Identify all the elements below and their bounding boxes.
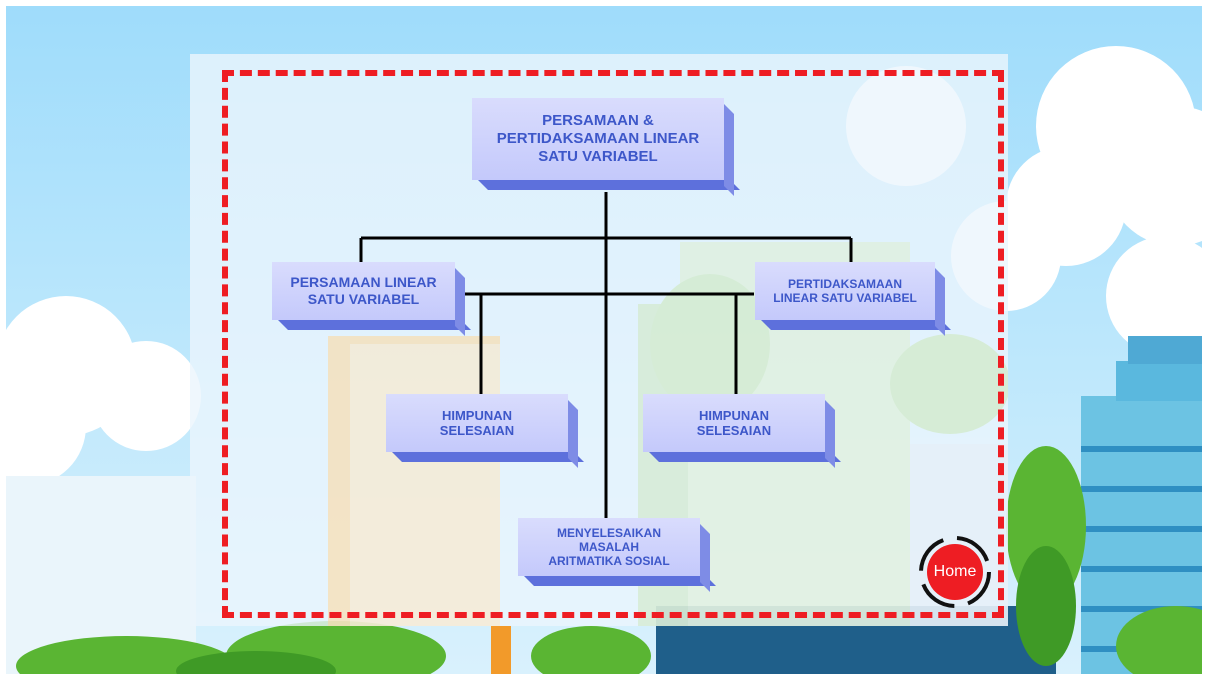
node-pertidaksamaan-linear: PERTIDAKSAMAAN LINEAR SATU VARIABEL	[755, 262, 935, 320]
home-button-label: Home	[933, 563, 977, 580]
node-himpunan-selesaian-right: HIMPUNAN SELESAIAN	[643, 394, 825, 452]
node-persamaan-linear: PERSAMAAN LINEAR SATU VARIABEL	[272, 262, 455, 320]
dashed-frame	[222, 70, 1004, 618]
city-background-illustration	[6, 46, 1202, 674]
home-ring-icon	[919, 536, 991, 608]
node-aritmatika-sosial: MENYELESAIKAN MASALAH ARITMATIKA SOSIAL	[518, 518, 700, 576]
node-root: PERSAMAAN & PERTIDAKSAMAAN LINEAR SATU V…	[472, 98, 724, 180]
home-button[interactable]: Home	[917, 534, 993, 610]
node-himpunan-selesaian-left: HIMPUNAN SELESAIAN	[386, 394, 568, 452]
